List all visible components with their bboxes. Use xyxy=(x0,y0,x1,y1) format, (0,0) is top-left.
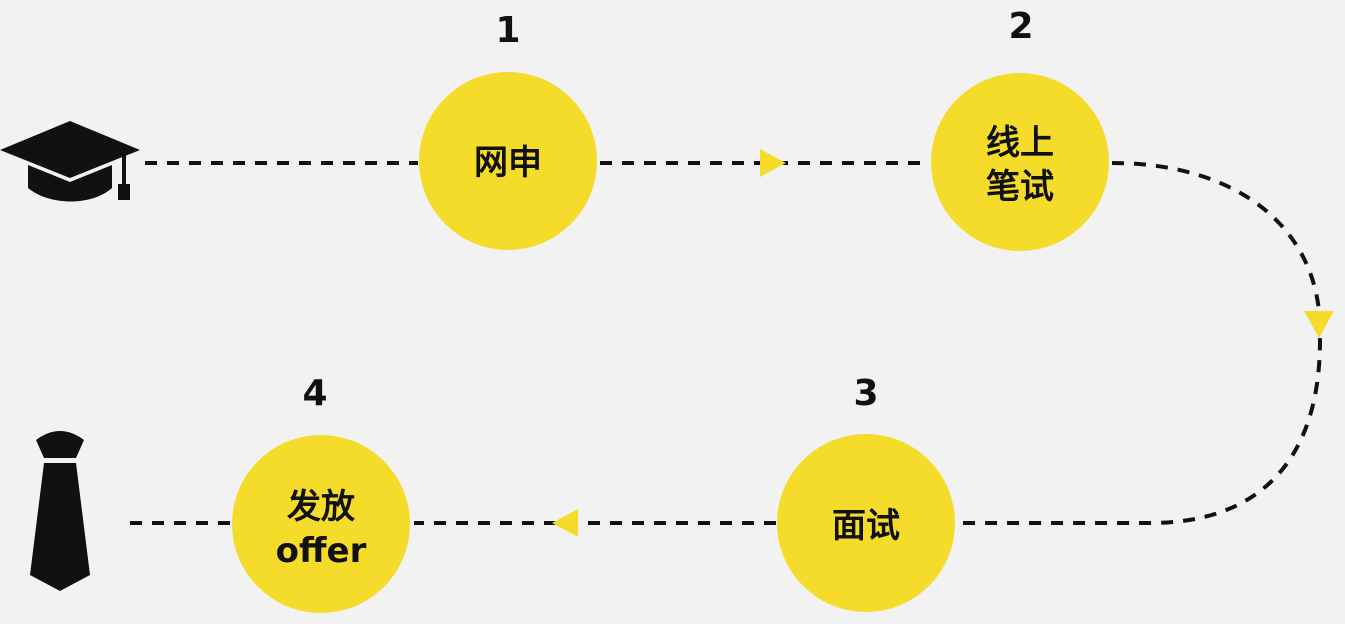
process-path xyxy=(128,161,1322,525)
step-4-label-line-2: offer xyxy=(276,531,367,571)
step-1-label: 网申 xyxy=(474,143,542,183)
step-3-circle xyxy=(777,434,955,612)
connector-step-2-to-step-3 xyxy=(958,161,1322,525)
step-2-circle xyxy=(931,73,1109,251)
step-4: 4 发放 offer xyxy=(232,373,410,613)
arrow-left-icon xyxy=(552,509,578,537)
step-3: 3 面试 xyxy=(777,373,955,612)
arrow-down-icon xyxy=(1304,311,1334,338)
step-1-circle xyxy=(419,72,597,250)
step-2-number: 2 xyxy=(1008,6,1033,47)
step-1: 1 网申 xyxy=(419,10,597,250)
arrow-right-icon xyxy=(760,149,786,177)
step-2-label-line-1: 线上 xyxy=(986,123,1054,163)
step-1-number: 1 xyxy=(495,10,520,51)
step-2: 2 线上 笔试 xyxy=(931,6,1109,251)
step-3-number: 3 xyxy=(853,373,878,414)
step-4-label-line-1: 发放 xyxy=(287,487,355,527)
step-2-label-line-2: 笔试 xyxy=(986,167,1054,207)
graduation-cap-icon xyxy=(0,121,140,202)
step-4-number: 4 xyxy=(302,373,327,414)
step-3-label: 面试 xyxy=(832,506,900,546)
step-4-circle xyxy=(232,435,410,613)
necktie-icon xyxy=(30,431,90,591)
